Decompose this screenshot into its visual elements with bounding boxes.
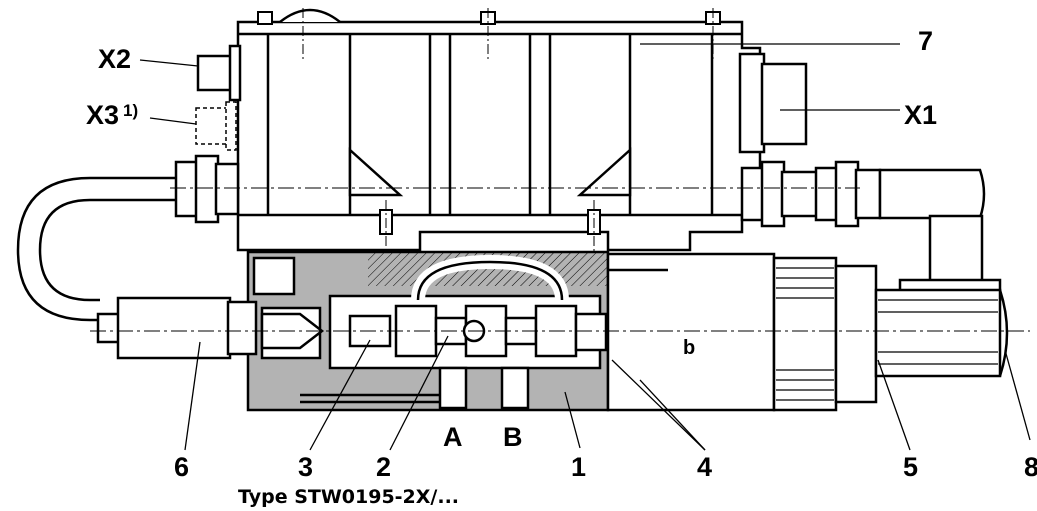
diagram-labels: X2 X3 1) X1 7 b A B 6 3 2 1 4 5 8 Type S…: [86, 26, 1037, 508]
cable: [16, 176, 176, 322]
cable-gland-left: [174, 154, 240, 224]
solenoid: [606, 252, 1009, 412]
connector-x3: [195, 101, 237, 151]
label-6: 6: [174, 452, 189, 482]
leader-lines: [139, 43, 1031, 451]
label-5: 5: [903, 452, 918, 482]
label-port-a: A: [443, 422, 463, 452]
housing-centerlines: [302, 8, 714, 252]
label-x3-note: 1): [123, 101, 138, 120]
label-2: 2: [376, 452, 391, 482]
label-8: 8: [1024, 452, 1037, 482]
label-3: 3: [298, 452, 313, 482]
angle-plug: [878, 168, 1002, 302]
label-1: 1: [571, 452, 586, 482]
connector-x2: [196, 44, 242, 102]
caption: Type STW0195-2X/...: [238, 486, 459, 508]
label-b: b: [683, 337, 695, 359]
electronics-housing: [236, 8, 762, 252]
position-sensor: [96, 296, 325, 360]
label-4: 4: [697, 452, 712, 482]
label-port-b: B: [503, 422, 523, 452]
label-x2: X2: [98, 44, 131, 74]
connector-x1: [738, 52, 808, 154]
coil-knurl: [776, 267, 998, 401]
label-x1: X1: [904, 100, 937, 130]
cable-gland-right: [740, 160, 882, 228]
label-x3: X3: [86, 100, 119, 130]
label-7: 7: [918, 26, 933, 56]
